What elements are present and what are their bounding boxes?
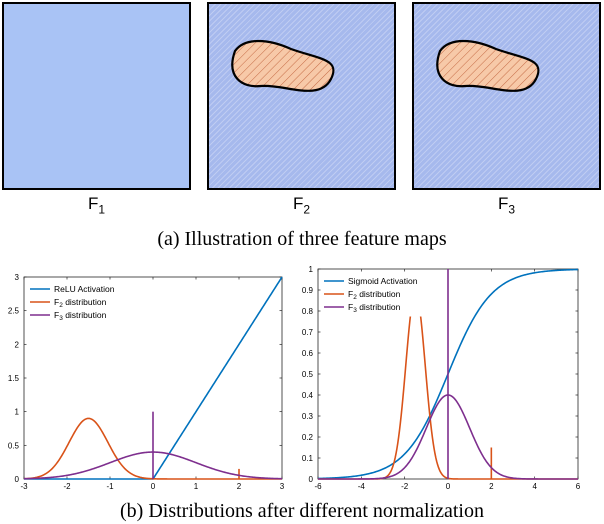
- legend-label-2: F2 distribution: [348, 289, 401, 301]
- x-tick-label: 4: [532, 482, 537, 491]
- feature-map-label-f3: F3: [412, 194, 601, 216]
- caption-b: (b) Distributions after different normal…: [120, 500, 484, 522]
- y-tick-label: 0.2: [302, 433, 314, 442]
- y-tick-label: 0: [15, 475, 20, 484]
- f2-highlight-region: [231, 40, 335, 92]
- legend-label-3: F3 distribution: [348, 302, 401, 314]
- map-label-letter: F: [292, 194, 304, 213]
- map-label-letter: F: [497, 194, 509, 213]
- y-tick-label: 0.8: [302, 307, 314, 316]
- legend-label-1: ReLU Activation: [54, 284, 115, 294]
- legend-label-1: Sigmoid Activation: [348, 276, 418, 286]
- feature-map-f2: [207, 2, 396, 190]
- y-tick-label: 0.3: [302, 412, 314, 421]
- y-tick-label: 3: [15, 273, 20, 282]
- y-tick-label: 0.1: [302, 454, 314, 463]
- map-label-letter: F: [87, 194, 99, 213]
- x-tick-label: -3: [20, 482, 28, 491]
- y-tick-label: 1: [309, 265, 314, 274]
- y-tick-label: 1.5: [8, 374, 20, 383]
- x-tick-label: -6: [314, 482, 322, 491]
- x-tick-label: 0: [151, 482, 156, 491]
- legend-box: [321, 272, 435, 317]
- feature-map-f3: [412, 2, 601, 190]
- map-label-subscript: 1: [98, 202, 106, 217]
- x-tick-label: 3: [280, 482, 285, 491]
- x-tick-label: 2: [489, 482, 494, 491]
- x-tick-label: 6: [576, 482, 581, 491]
- x-tick-label: -2: [401, 482, 409, 491]
- feature-map-label-f2: F2: [207, 194, 396, 216]
- y-tick-label: 0.5: [8, 441, 20, 450]
- caption-a: (a) Illustration of three feature maps: [157, 228, 447, 250]
- f3-highlight-region: [436, 40, 540, 92]
- y-tick-label: 0: [309, 475, 314, 484]
- y-tick-label: 0.9: [302, 286, 314, 295]
- x-tick-label: -4: [358, 482, 366, 491]
- x-tick-label: -1: [106, 482, 114, 491]
- map-label-subscript: 3: [508, 202, 516, 217]
- x-tick-label: 0: [446, 482, 451, 491]
- y-tick-label: 2.5: [8, 307, 20, 316]
- y-tick-label: 0.7: [302, 328, 314, 337]
- legend-label-3: F3 distribution: [54, 310, 107, 322]
- feature-map-label-f1: F1: [2, 194, 191, 216]
- map-label-subscript: 2: [303, 202, 311, 217]
- x-tick-label: -2: [63, 482, 71, 491]
- x-tick-label: 2: [237, 482, 242, 491]
- y-tick-label: 0.6: [302, 349, 314, 358]
- y-tick-label: 0.4: [302, 391, 314, 400]
- y-tick-label: 0.5: [302, 370, 314, 379]
- feature-map-f1: [2, 2, 191, 190]
- x-tick-label: 1: [194, 482, 199, 491]
- chart-2: -6 -4 -2 0 2 4 6 0 0.1 0.2 0.3 0.4 0.5 0.6 0.7 0.8 0.9 1S…: [302, 265, 581, 491]
- y-tick-label: 2: [15, 340, 20, 349]
- y-tick-label: 1: [15, 408, 20, 417]
- legend-label-2: F2 distribution: [54, 297, 107, 309]
